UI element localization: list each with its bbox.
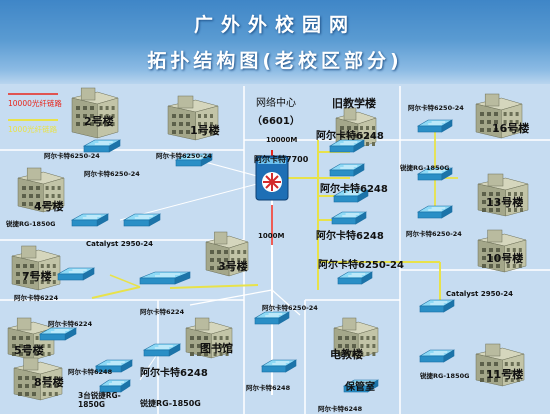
sw-label-13: 阿尔卡特6250-24 [406,230,462,238]
switch-19-icon [416,119,454,133]
building-2-name: 2号楼 [84,115,114,128]
sw-label-b4-ruijie: 锐捷RG-1850G [6,220,56,228]
sw-label-old4: 阿尔卡特6250-24 [318,260,404,271]
sw-label-mid-6248: 阿尔卡特6248 [246,384,291,392]
building-16-name: 16号楼 [492,122,530,135]
legend-10000: 10000光纤链路 [8,99,62,108]
switch-7-icon [38,327,78,341]
building-8-name: 8号楼 [34,376,64,389]
switch-21-icon [416,205,454,219]
sw-label-lib-ruijie: 锐捷RG-1850G [140,399,201,408]
building-e-teaching-icon [333,317,379,359]
building-5-icon [7,317,55,361]
sw-label-catalyst-right: Catalyst 2950-24 [446,290,513,298]
building-1-name: 1号楼 [190,124,220,137]
switch-14-icon [328,139,366,153]
building-5-name: 5号楼 [14,344,44,357]
building-3-name: 3号楼 [218,260,248,273]
building-13-name: 13号楼 [486,196,524,209]
building-10-icon [477,229,527,273]
sw-label-b2: 阿尔卡特6250-24 [44,152,100,160]
building-7-icon [11,245,61,291]
switch-13-icon [342,379,380,393]
building-11-name: 11号楼 [486,368,524,381]
building-16-icon [475,93,523,139]
switch-16-icon [332,189,370,203]
building-7-name: 7号楼 [22,270,52,283]
sw-label-lib: 阿尔卡特6248 [140,368,208,379]
switch-6-icon [139,271,191,285]
building-1-icon [167,95,219,141]
building-4-icon [17,167,65,213]
sw-label-old3: 阿尔卡特6248 [316,231,384,242]
switch-15-icon [328,163,366,177]
switch-4-icon [122,213,162,227]
core-switch-label: 阿尔卡特7700 [254,155,309,164]
switch-8-icon [94,359,134,373]
sw-label-11-ruijie: 锐捷RG-1850G [420,372,470,380]
switch-2-icon [174,153,214,167]
sw-label-b4-alc: 阿尔卡特6250-24 [84,170,140,178]
building-8-icon [13,357,63,401]
building-11-icon [475,343,525,387]
switch-17-icon [330,211,368,225]
switch-9-icon [142,343,182,357]
link-1000m: 1000M [258,232,285,240]
sw-label-b8: 阿尔卡特6248 [68,368,113,376]
buildings-layer [7,87,529,401]
sw-label-b8-ruijie-a: 3台锐捷RG- [78,391,121,400]
sw-label-b5: 阿尔卡特6224 [48,320,93,328]
sw-label-bot-6248: 阿尔卡特6248 [318,405,363,413]
core-switch-7700 [255,155,289,201]
switch-22-icon [418,299,456,313]
building-library-icon [185,317,233,359]
sw-label-b8-ruijie-b: 1850G [78,400,106,409]
title-line-2: 拓扑结构图(老校区部分) [147,50,403,72]
diagram-canvas [0,84,550,414]
switch-5-icon [56,267,96,281]
switch-23-icon [418,349,456,363]
switches-layer [38,119,456,393]
building-3-icon [205,231,249,277]
network-center-room: （6601） [252,116,300,127]
library-name: 图书馆 [200,342,233,355]
sw-label-b1: 阿尔卡特6250-24 [156,152,212,160]
building-4-name: 4号楼 [34,200,64,213]
sw-label-catalyst-left: Catalyst 2950-24 [86,240,153,248]
switch-20-icon [416,167,454,181]
legend-1000: 1000光纤链路 [8,125,58,134]
link-10000m: 10000M [266,136,298,144]
sw-label-16-top: 阿尔卡特6250-24 [408,104,464,112]
sw-label-old1: 阿尔卡特6248 [316,131,384,142]
switch-11-icon [253,311,291,325]
sw-label-core3: 阿尔卡特6224 [140,308,185,316]
switch-18-icon [336,271,374,285]
network-center-label: 网络中心 [256,98,296,109]
e-teaching-name: 电教楼 [330,348,363,361]
switch-10-icon [99,379,131,393]
building-13-icon [477,173,529,217]
guard-room-name: 保管室 [345,382,375,393]
sw-label-mid-6250: 阿尔卡特6250-24 [262,304,318,312]
legend-lines [8,93,58,121]
sw-label-16-ruijie: 锐捷RG-1850G [400,164,450,172]
switch-1-icon [82,139,122,153]
fiber-links [91,128,458,395]
switch-3-icon [70,213,110,227]
sw-label-b7: 阿尔卡特6224 [14,294,59,302]
old-teaching-name: 旧教学楼 [332,97,376,110]
building-10-name: 10号楼 [486,252,524,265]
sw-label-old2: 阿尔卡特6248 [320,184,388,195]
title-line-1: 广外外校园网 [193,14,356,36]
building-2-icon [71,87,119,139]
switch-12-icon [260,359,298,373]
